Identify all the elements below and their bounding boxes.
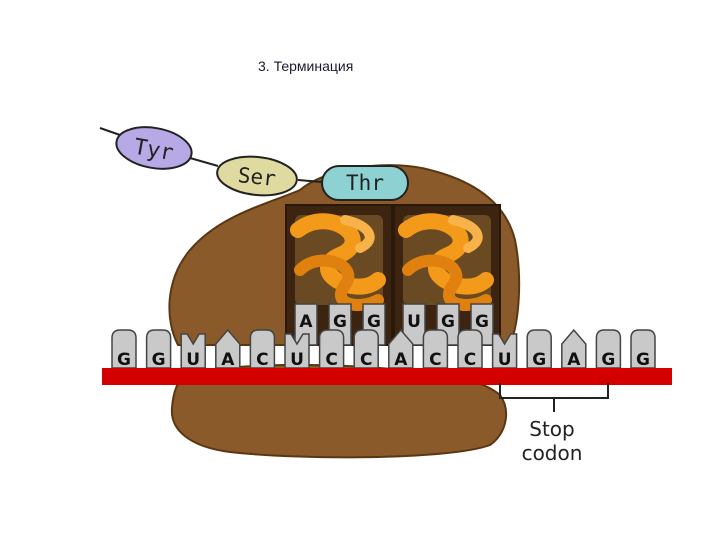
anticodon-base-letter: A — [299, 312, 313, 332]
mrna-base-letter: G — [636, 350, 650, 370]
anticodon-base-letter: U — [407, 312, 421, 332]
mrna-base-letter: U — [290, 350, 304, 370]
amino-acid-ser-label: Ser — [237, 163, 277, 191]
amino-acid-ser: Ser — [216, 155, 298, 197]
mrna-base: G — [145, 329, 172, 370]
mrna-base: G — [111, 329, 137, 370]
mrna-base: C — [318, 329, 345, 370]
mrna-base: G — [630, 329, 656, 370]
mrna-base-letter: U — [186, 350, 200, 370]
anticodon-base-letter: G — [441, 312, 455, 332]
mrna-base: U — [284, 333, 310, 370]
mrna-strand — [102, 368, 672, 385]
mrna-base-letter: A — [221, 350, 235, 370]
mrna-base-letter: G — [152, 350, 166, 370]
mrna-base: G — [595, 329, 622, 370]
mrna-base: C — [353, 329, 379, 370]
mrna-base: U — [180, 333, 206, 370]
trna-right — [398, 213, 494, 311]
peptide-bond-2 — [297, 179, 323, 183]
mrna-base: C — [249, 329, 276, 370]
mrna-base-letter: C — [429, 350, 441, 370]
mrna-base: G — [526, 329, 552, 370]
peptide-tail — [99, 127, 121, 136]
anticodon-base: U — [402, 303, 426, 346]
mrna-base: C — [422, 329, 449, 370]
amino-acid-thr-label: Thr — [346, 171, 384, 195]
mrna-base: U — [491, 333, 518, 370]
mrna-base-letter: C — [360, 350, 372, 370]
peptide-bond-1 — [189, 157, 219, 167]
mrna-base-letter: G — [601, 350, 615, 370]
stop-codon-bracket — [499, 383, 609, 399]
stop-codon-label-line1: Stop — [529, 417, 574, 441]
mrna-base: A — [215, 328, 241, 370]
mrna-base-letter: C — [464, 350, 476, 370]
slide-title: 3. Терминация — [258, 58, 354, 74]
mrna-base-letter: G — [532, 350, 546, 370]
mrna-base: A — [561, 328, 587, 370]
anticodon-base-letter: G — [333, 312, 347, 332]
trna-left — [290, 213, 386, 311]
anticodon-base-letter: G — [475, 312, 489, 332]
mrna-base-letter: C — [256, 350, 268, 370]
mrna-base-letter: U — [498, 350, 512, 370]
mrna-base-letter: C — [325, 350, 337, 370]
mrna-base-letter: A — [567, 350, 581, 370]
mrna-base-letter: A — [394, 350, 408, 370]
stop-codon-label-line2: codon — [522, 441, 583, 465]
amino-acid-thr: Thr — [321, 165, 409, 201]
amino-acid-tyr: Tyr — [115, 126, 193, 170]
mrna-base: C — [457, 329, 483, 370]
anticodon-base-letter: G — [367, 312, 381, 332]
mrna-base-letter: G — [117, 350, 131, 370]
